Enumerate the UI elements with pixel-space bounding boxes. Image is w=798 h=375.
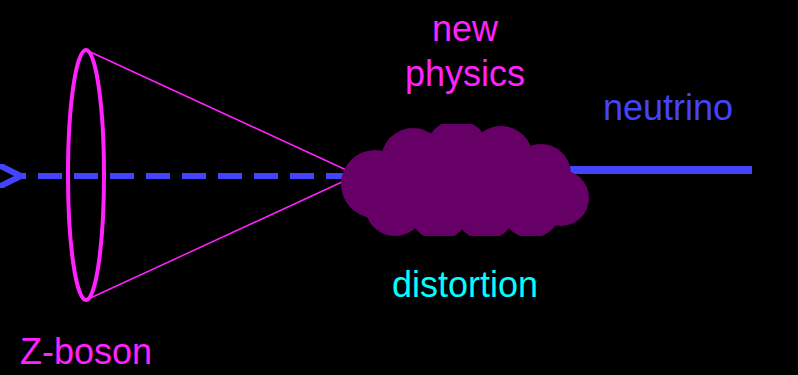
cloud-bump [365,176,425,236]
particle-label: neutrino [603,88,733,128]
cloud-bump [421,138,509,226]
cone-ellipse [68,50,104,300]
particle-label: Z-boson [20,332,152,372]
cloud-shape [335,124,595,236]
cone-edge [86,50,355,174]
new-physics-cloud: new physics distortion [335,6,595,306]
cloud-caption: distortion [335,263,595,306]
neutrino-track [570,166,752,174]
cloud-heading: new physics [335,6,595,96]
cone-edge [86,176,355,300]
